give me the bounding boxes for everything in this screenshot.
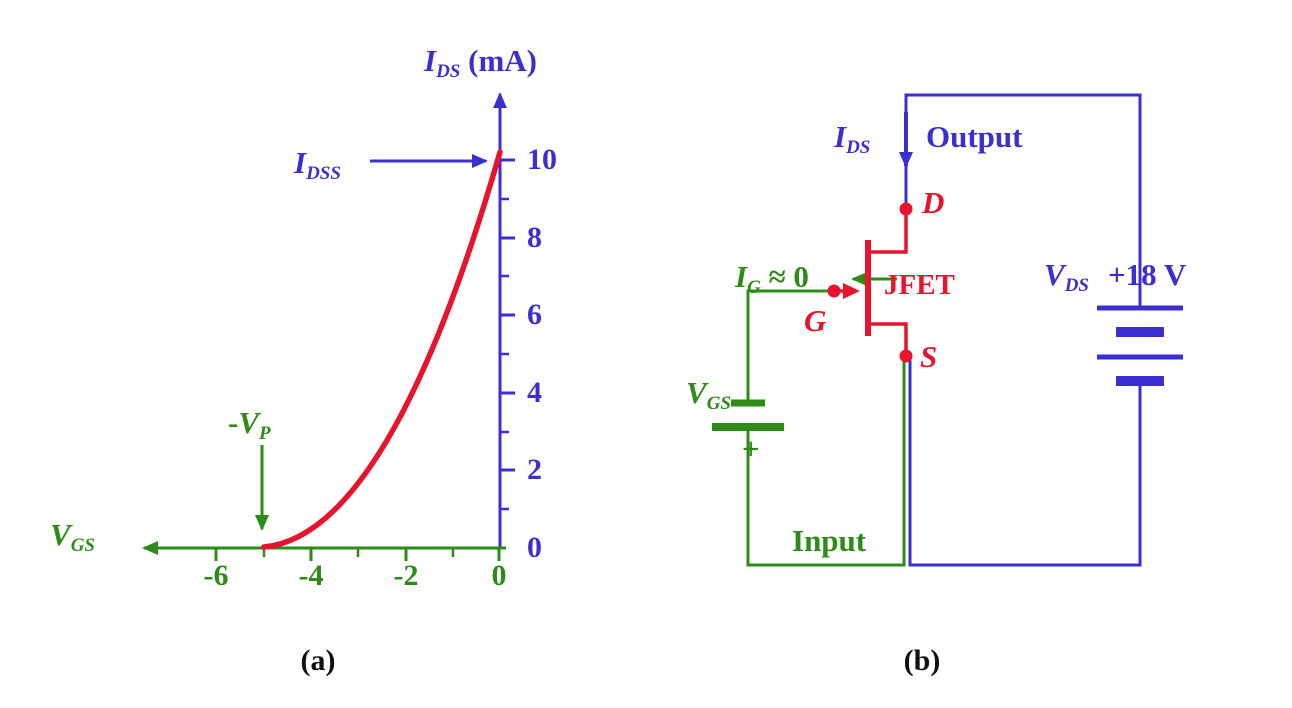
transfer-curve [261,149,503,550]
vds-source-label: VDS [1044,257,1089,295]
bias-circuit [712,93,1183,567]
x-axis-title-symbol: V [50,517,71,552]
x-tick-label-0: 0 [491,559,507,592]
vgs-plus-label: + [742,431,760,466]
y-axis-minor-ticks [500,197,509,511]
vgs-subscript: GS [706,393,731,415]
ig-current-label: IG ≈ 0 [735,259,809,297]
pinchoff-annotation: -VP [228,405,271,443]
y-axis-major-ticks [500,158,515,472]
idss-annotation: IDSS [294,145,341,183]
drain-terminal-dot [899,202,913,216]
terminal-s-label: S [920,339,938,374]
vp-symbol: V [238,405,260,440]
ids-current-label: IDS [834,119,870,157]
vgs-symbol: V [686,375,707,410]
y-tick-label-2: 2 [527,453,542,486]
y-tick-label-0: 0 [527,531,542,564]
source-terminal-dot [899,349,913,363]
y-tick-label-4: 4 [527,376,542,409]
vds-subscript: DS [1064,275,1089,297]
vds-value-label: +18 V [1108,257,1187,292]
output-loop-wire-bottom [908,358,1142,567]
terminal-g-label: G [804,303,827,338]
vp-subscript: P [259,423,271,445]
gate-terminal-dot [827,284,841,298]
vgs-source-label: VGS [686,375,731,413]
ig-suffix: ≈ 0 [760,259,809,294]
input-loop-wire-top [746,289,834,400]
y-tick-label-6: 6 [527,298,542,331]
vp-prefix: - [228,405,239,440]
x-axis-major-ticks [214,548,501,561]
x-tick-label-neg2: -2 [393,559,419,592]
idss-subscript: DSS [306,163,341,185]
y-axis-title-subscript: DS [436,61,461,83]
x-axis-title: VGS [50,517,95,555]
jfet-drain-lead [865,212,908,254]
terminal-d-label: D [922,185,945,220]
input-loop-wire-bottom [746,358,906,567]
y-axis-title-symbol: I [424,43,437,78]
jfet-source-lead [865,322,908,352]
transfer-curve-graph [142,92,515,561]
ig-subscript: G [747,277,761,299]
x-axis-title-subscript: GS [70,535,95,557]
caption-b: (b) [903,644,941,677]
idss-symbol: I [294,145,307,180]
ids-subscript: DS [846,137,871,159]
y-tick-label-10: 10 [527,143,557,176]
y-tick-label-8: 8 [527,221,542,254]
y-axis-title: IDS (mA) [424,43,537,81]
x-tick-label-neg4: -4 [298,559,324,592]
ig-symbol: I [735,259,748,294]
ids-symbol: I [834,119,847,154]
output-label: Output [926,119,1023,154]
jfet-label: JFET [884,269,955,301]
x-tick-label-neg6: -6 [203,559,229,592]
caption-a: (a) [300,644,336,677]
input-label: Input [792,523,867,558]
vds-symbol: V [1044,257,1065,292]
y-axis-title-unit: (mA) [460,43,537,78]
